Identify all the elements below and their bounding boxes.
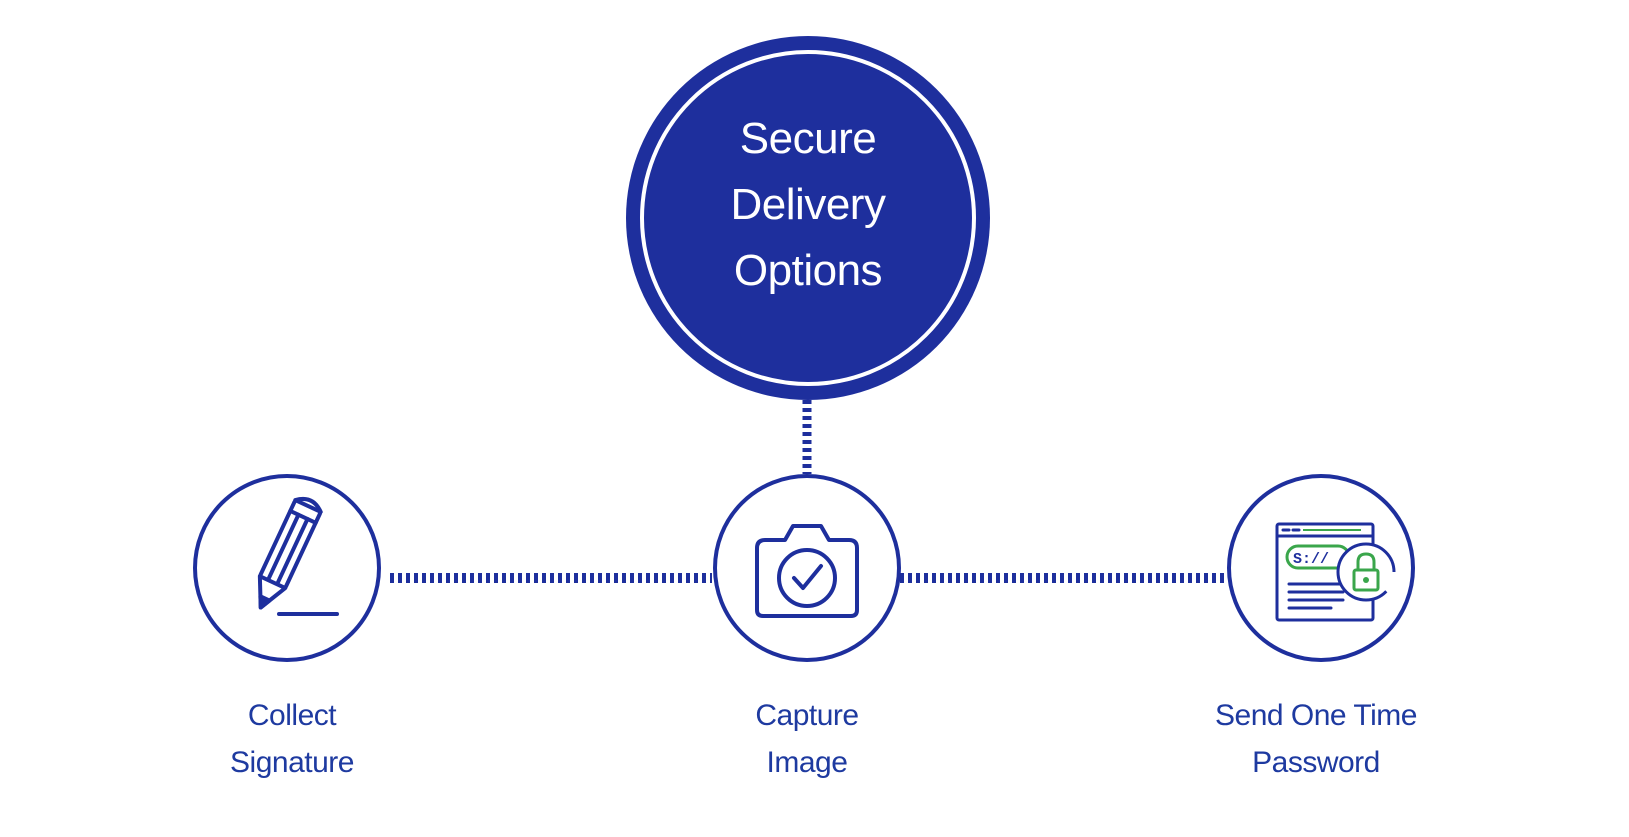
hub-title: Secure Delivery Options — [626, 106, 990, 304]
svg-text:S://: S:// — [1293, 551, 1329, 568]
hub-circle: Secure Delivery Options — [626, 36, 990, 400]
option-label-line: Send One Time — [1215, 699, 1417, 732]
hub-title-line: Secure — [739, 114, 877, 163]
option-label-collect-signature: Collect Signature — [132, 692, 452, 786]
option-label-send-one-time-password: Send One Time Password — [1156, 692, 1476, 786]
camera-check-icon — [755, 524, 859, 618]
hub-title-line: Delivery — [730, 180, 886, 229]
option-send-one-time-password: S:// — [1227, 474, 1415, 662]
option-label-line: Password — [1252, 746, 1380, 779]
option-label-line: Capture — [755, 699, 859, 732]
option-label-line: Collect — [247, 699, 337, 732]
option-capture-image — [713, 474, 901, 662]
option-label-line: Image — [766, 746, 848, 779]
hub-title-line: Options — [733, 246, 883, 295]
pencil-icon — [257, 496, 339, 616]
hub-ring — [640, 50, 976, 386]
option-label-capture-image: Capture Image — [647, 692, 967, 786]
secure-browser-lock-icon: S:// — [1275, 522, 1397, 622]
option-collect-signature — [193, 474, 381, 662]
option-label-line: Signature — [230, 746, 354, 779]
